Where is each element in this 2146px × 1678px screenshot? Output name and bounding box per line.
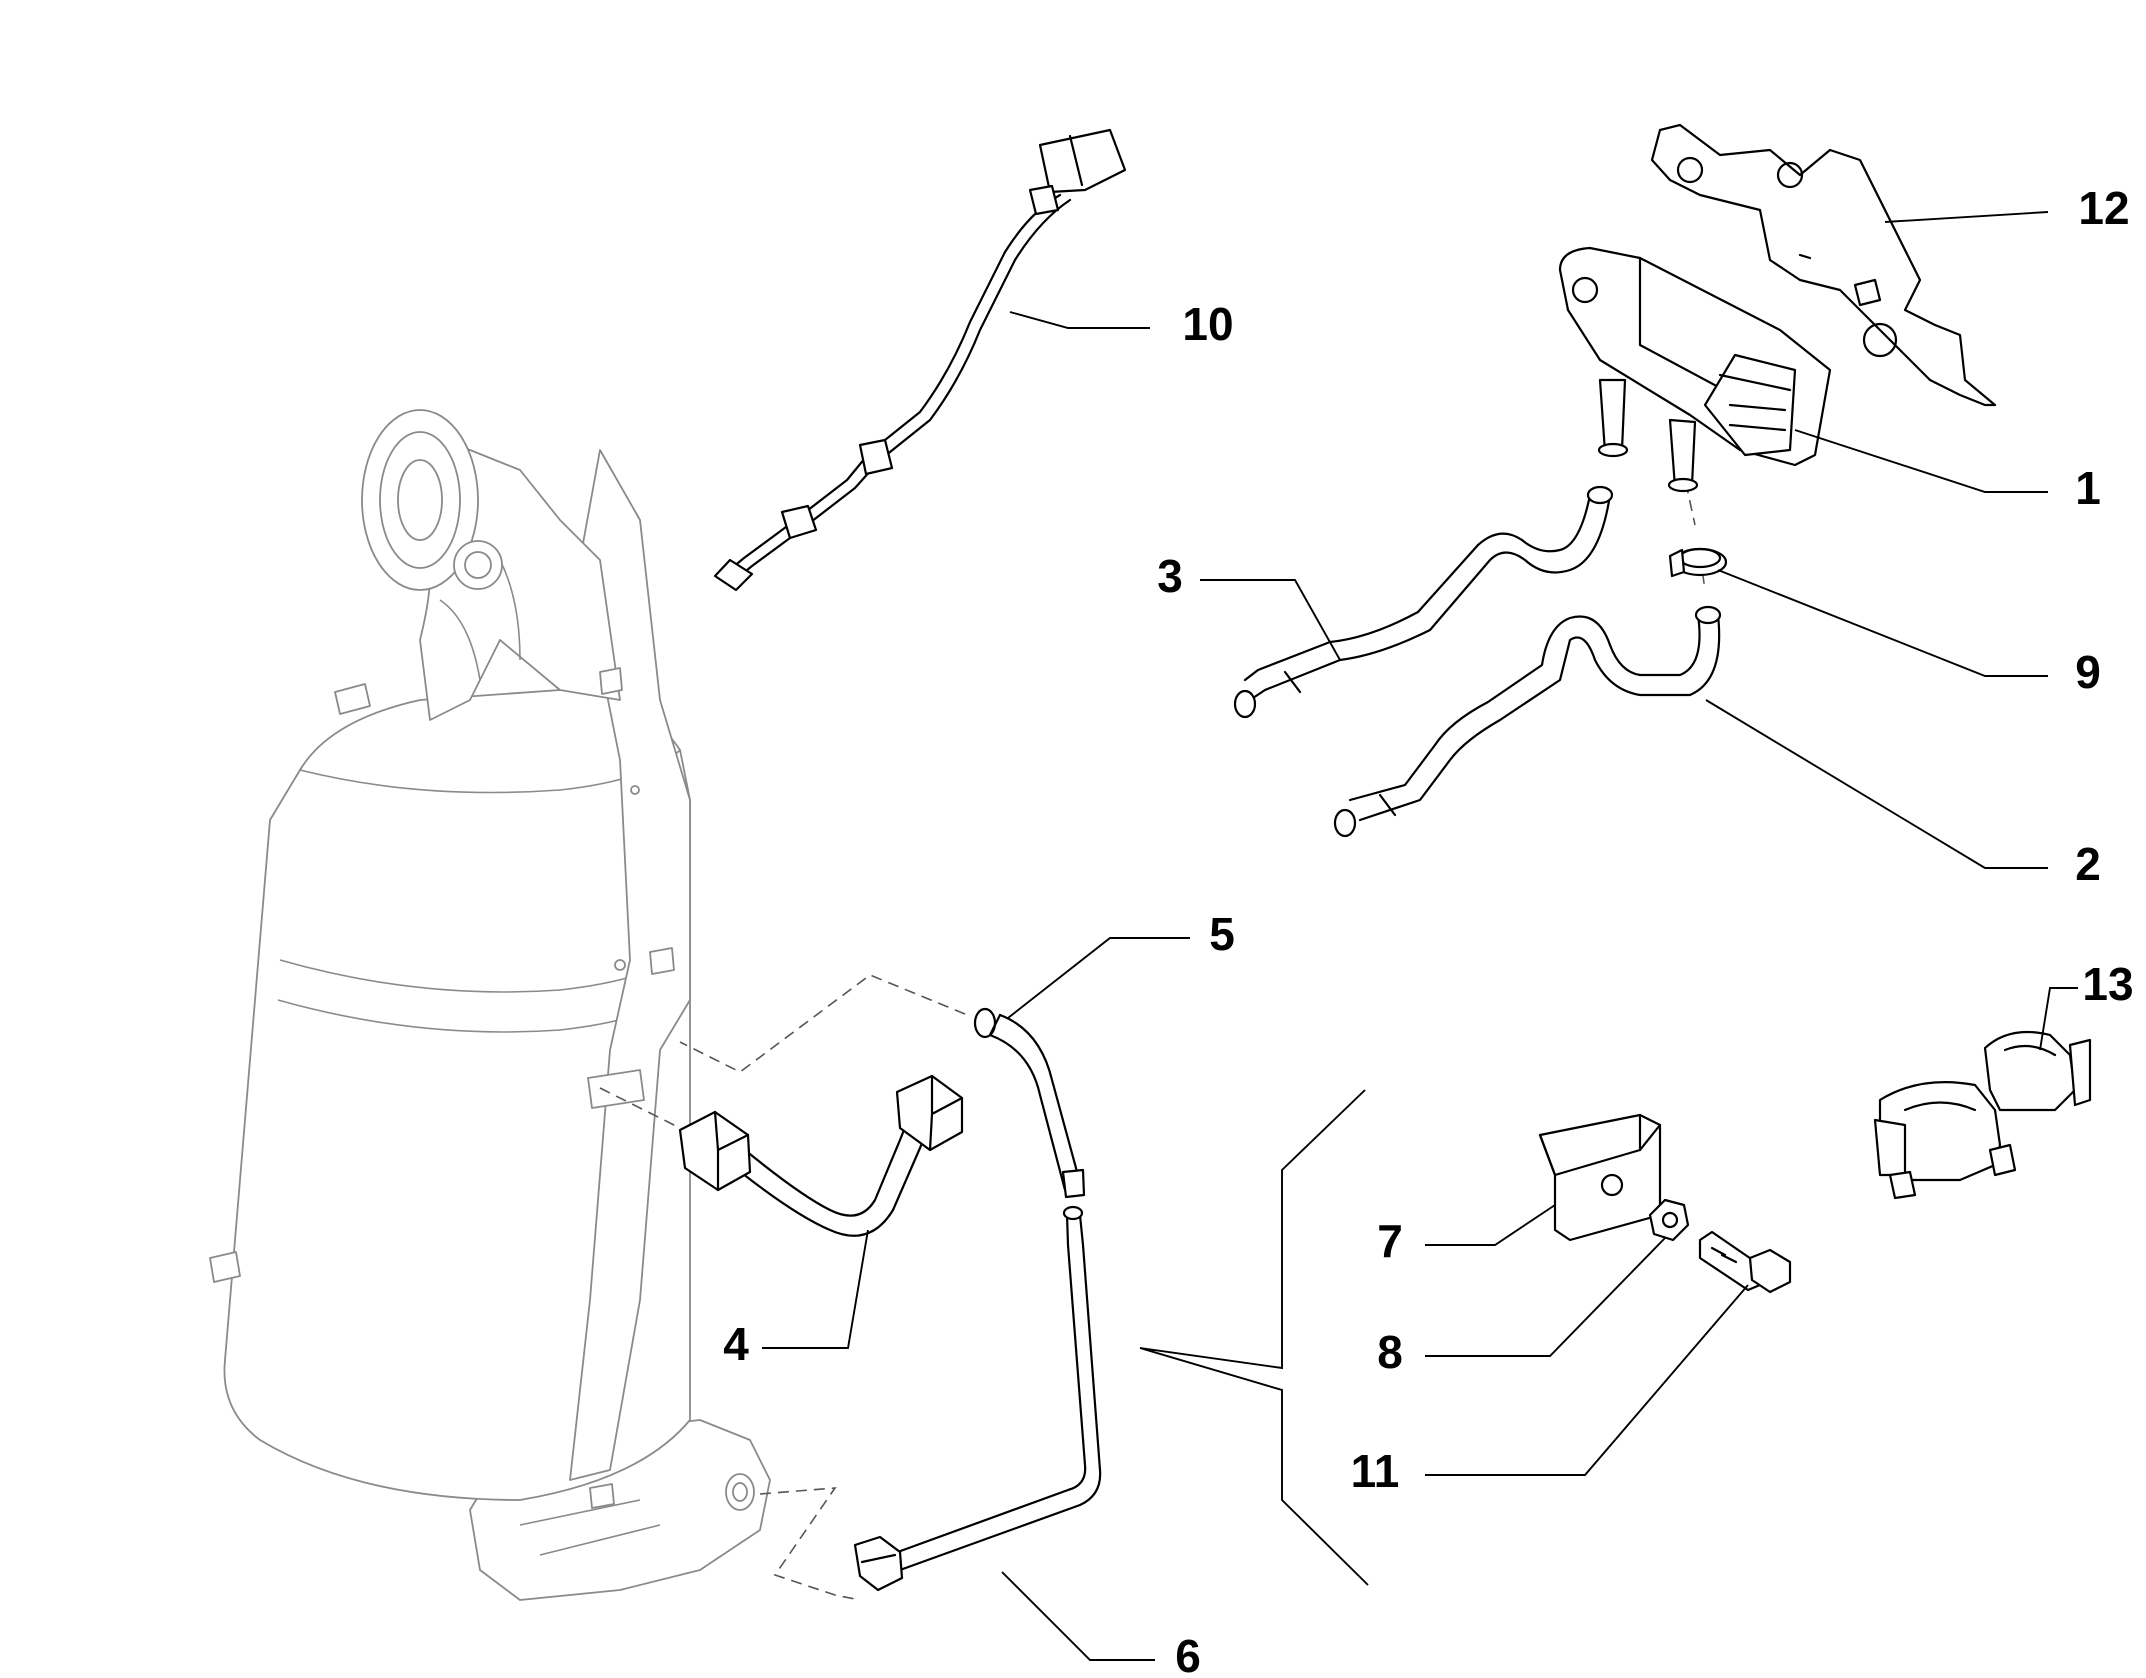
callout-labels: 1 2 3 4 5 6 7 8 9 10 11 12 13 xyxy=(723,182,2133,1678)
leader-1 xyxy=(1794,429,2048,493)
leader-lines xyxy=(762,211,2078,1661)
leader-10 xyxy=(1009,311,1150,329)
mounting-bracket xyxy=(1650,123,1997,407)
pipe-6 xyxy=(853,1205,1102,1592)
hose-2 xyxy=(1333,605,1722,838)
leader-8 xyxy=(1425,1237,1666,1357)
clip-plate-7 xyxy=(1538,1113,1662,1242)
leader-7 xyxy=(1425,1204,1556,1246)
callout-10: 10 xyxy=(1182,298,1233,350)
bolt-11 xyxy=(1698,1230,1792,1294)
hose-5 xyxy=(973,1007,1086,1199)
pipe-4 xyxy=(678,1074,964,1237)
leader-5 xyxy=(1007,937,1190,1019)
callout-7: 7 xyxy=(1377,1215,1403,1267)
assembly-lines xyxy=(599,464,1706,1601)
callout-3: 3 xyxy=(1157,550,1183,602)
leader-11 xyxy=(1425,1284,1749,1476)
leader-9 xyxy=(1717,569,2048,677)
callout-9: 9 xyxy=(2075,646,2101,698)
particulate-filter-assembly xyxy=(209,409,771,1601)
callout-4: 4 xyxy=(723,1318,749,1370)
callout-8: 8 xyxy=(1377,1326,1403,1378)
callout-2: 2 xyxy=(2075,838,2101,890)
callout-13: 13 xyxy=(2082,958,2133,1010)
callout-6: 6 xyxy=(1175,1630,1201,1678)
callout-1: 1 xyxy=(2075,462,2101,514)
leader-6 xyxy=(1001,1571,1155,1661)
nut-8 xyxy=(1648,1198,1690,1242)
double-clip-13 xyxy=(1873,1030,2092,1200)
temperature-sensor xyxy=(713,128,1127,592)
hose-3 xyxy=(1233,485,1614,719)
callout-5: 5 xyxy=(1209,908,1235,960)
leader-3 xyxy=(1200,579,1341,661)
leader-2 xyxy=(1705,699,2048,869)
callout-11: 11 xyxy=(1351,1445,1400,1497)
pressure-sensor xyxy=(1558,246,1832,493)
leader-13 xyxy=(2039,987,2078,1051)
leader-4 xyxy=(762,1229,869,1349)
group-bracket xyxy=(1139,1089,1369,1586)
callout-12: 12 xyxy=(2078,182,2129,234)
leader-12 xyxy=(1884,211,2049,223)
hose-clamp xyxy=(1668,547,1728,578)
